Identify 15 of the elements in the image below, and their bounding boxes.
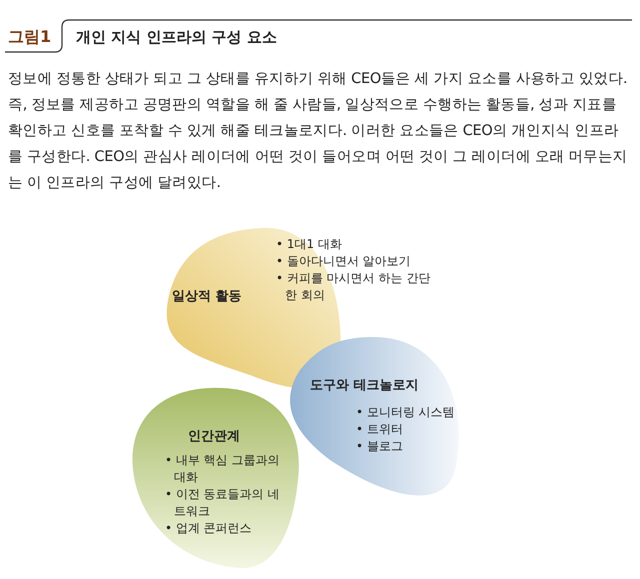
figure-number: 그림1	[8, 27, 52, 48]
bullet-item: • 모니터링 시스템	[356, 404, 456, 421]
bullet-item: • 업계 콘퍼런스	[165, 520, 253, 537]
bullet-item: • 1대1 대화	[276, 236, 343, 253]
figure-title: 개인 지식 인프라의 구성 요소	[76, 28, 277, 47]
intro-paragraph: 정보에 정통한 상태가 되고 그 상태를 유지하기 위해 CEO들은 세 가지 요소를 사용하고 있었다. 즉, 정보를 제공하고 공명판의 역할을 해 줄 사람들, 일상적으로 수행하는 활동들, 성과 지표를 확인하고 신호를 포착할 수 있게 해줄 테크놀로지다. 이러한 요소들은 CEO의 개인지식 인프라를 구성한다. CEO의 관심사 레이더에 어떤 것이 들어오며 어떤 것이 그 레이더에 오래 머무는지는 이 인프라의 구성에 달려있다.	[8, 70, 628, 193]
bullet-item: • 블로그	[356, 438, 404, 455]
group-heading: 도구와 테크놀로지	[310, 377, 419, 394]
bullet-item: • 커피를 마시면서 하는 간단한 회의	[276, 270, 432, 304]
bullet-item: • 이전 동료들과의 네트워크	[165, 486, 281, 520]
bullet-item: • 트위터	[356, 421, 404, 438]
group-heading: 일상적 활동	[172, 288, 242, 305]
group-heading: 인간관계	[188, 428, 240, 445]
bullet-item: • 돌아다니면서 알아보기	[276, 253, 412, 270]
bullet-item: • 내부 핵심 그룹과의 대화	[165, 452, 281, 486]
